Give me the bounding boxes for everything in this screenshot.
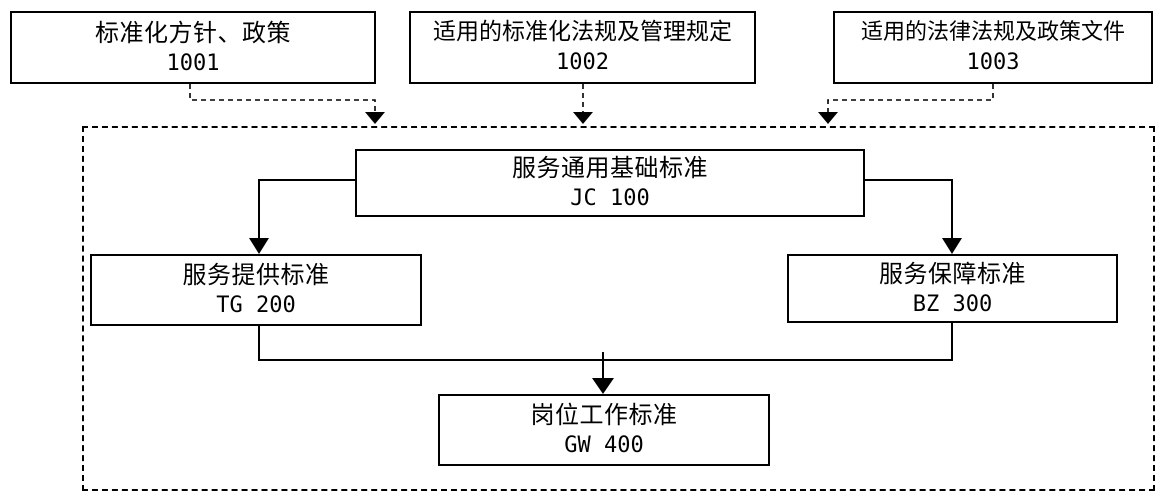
node-tg-code: TG 200 [216, 293, 296, 319]
arrowhead-1002 [573, 112, 593, 124]
connector-bz-to-gw [603, 323, 953, 361]
node-tg-title: 服务提供标准 [182, 261, 330, 290]
source-title-1001: 标准化方针、政策 [95, 18, 291, 47]
node-gw-post-standards: 岗位工作标准 GW 400 [438, 394, 770, 466]
source-code-1002: 1002 [556, 50, 609, 76]
connector-1003 [827, 84, 994, 112]
connector-1001 [189, 84, 376, 118]
arrowhead-bz [942, 238, 962, 254]
standards-system-frame [82, 126, 1155, 491]
arrowhead-tg [249, 238, 269, 254]
node-bz-code: BZ 300 [912, 291, 993, 317]
source-box-1001: 标准化方针、政策 1001 [10, 11, 376, 84]
node-gw-code: GW 400 [564, 433, 644, 459]
source-title-1003: 适用的法律法规及政策文件 [860, 20, 1125, 45]
node-gw-title: 岗位工作标准 [530, 401, 678, 430]
source-box-1003: 适用的法律法规及政策文件 1003 [833, 11, 1153, 84]
arrowhead-gw [592, 378, 614, 394]
node-jc-code: JC 100 [570, 186, 650, 212]
node-bz-support-standards: 服务保障标准 BZ 300 [787, 254, 1118, 323]
source-code-1001: 1001 [166, 50, 220, 76]
arrowhead-1001 [365, 112, 385, 124]
source-code-1003: 1003 [966, 49, 1020, 75]
arrowhead-1003 [818, 112, 838, 124]
node-jc-basic-standards: 服务通用基础标准 JC 100 [355, 149, 865, 217]
node-jc-title: 服务通用基础标准 [512, 154, 708, 183]
connector-tg-to-gw [258, 326, 603, 361]
source-box-1002: 适用的标准化法规及管理规定 1002 [409, 11, 756, 84]
source-title-1002: 适用的标准化法规及管理规定 [433, 19, 732, 46]
connector-jc-to-bz [863, 179, 953, 240]
node-tg-provision-standards: 服务提供标准 TG 200 [90, 254, 422, 326]
connector-jc-to-tg [258, 179, 357, 240]
node-bz-title: 服务保障标准 [879, 259, 1026, 288]
